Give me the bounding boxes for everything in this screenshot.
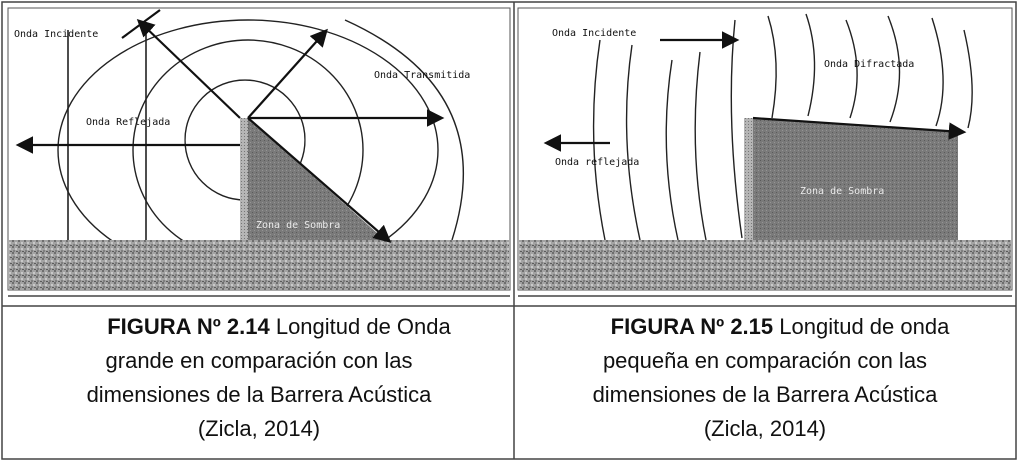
right-diff-wave-2 xyxy=(805,13,816,117)
right-diff-wave-3 xyxy=(845,19,858,119)
caption-left-figure-number: FIGURA Nº 2.14 xyxy=(107,314,270,339)
caption-left-line2: grande en comparación con las xyxy=(105,348,413,373)
left-barrier xyxy=(240,118,248,240)
caption-right-line4: (Zicla, 2014) xyxy=(703,416,827,441)
caption-left-line4: (Zicla, 2014) xyxy=(197,416,321,441)
caption-right: FIGURA Nº 2.15 Longitud de onda pequeña … xyxy=(518,310,1012,446)
right-label-reflected: Onda reflejada xyxy=(555,157,639,168)
right-label-incident: Onda Incidente xyxy=(552,28,636,39)
caption-right-line1: FIGURA Nº 2.15 Longitud de onda xyxy=(518,310,1012,344)
right-ground xyxy=(519,240,1011,290)
right-label-diffracted: Onda Difractada xyxy=(824,59,914,70)
right-wave-3 xyxy=(665,59,679,241)
left-arrow-incident-cross xyxy=(121,9,161,39)
right-wave-2 xyxy=(625,44,641,241)
left-arrow-diagonal xyxy=(247,117,392,243)
right-arrow-diffracted xyxy=(752,116,967,140)
left-label-shadow: Zona de Sombra xyxy=(256,220,340,231)
right-label-shadow: Zona de Sombra xyxy=(800,186,884,197)
caption-right-figure-number: FIGURA Nº 2.15 xyxy=(610,314,774,339)
right-barrier xyxy=(744,118,753,240)
figure-left-diagram: Onda Incidente Onda Transmitida Onda Ref… xyxy=(7,7,511,291)
left-wave-arc-4 xyxy=(344,19,465,241)
right-shadow-zone xyxy=(753,118,958,240)
caption-right-line2: pequeña en comparación con las xyxy=(602,348,928,373)
caption-right-line3: dimensiones de la Barrera Acústica xyxy=(592,382,938,407)
caption-left-line1: FIGURA Nº 2.14 Longitud de Onda xyxy=(8,310,510,344)
caption-right-text1: Longitud de onda xyxy=(779,314,950,339)
left-ground xyxy=(9,240,509,290)
left-arrow-incident xyxy=(136,18,241,119)
right-wave-4 xyxy=(694,51,707,241)
figure-right-diagram: Onda Incidente Onda Difractada Onda refl… xyxy=(517,7,1013,291)
right-diff-wave-1 xyxy=(767,15,777,119)
right-diff-wave-5 xyxy=(931,17,944,127)
right-diff-wave-6 xyxy=(963,29,973,129)
caption-left: FIGURA Nº 2.14 Longitud de Onda grande e… xyxy=(8,310,510,446)
left-arrow-transmitted-up xyxy=(247,28,328,119)
left-label-reflected: Onda Reflejada xyxy=(86,117,170,128)
caption-left-text1: Longitud de Onda xyxy=(275,314,451,339)
left-label-transmitted: Onda Transmitida xyxy=(374,70,470,81)
right-diff-wave-4 xyxy=(887,15,901,123)
caption-left-line3: dimensiones de la Barrera Acústica xyxy=(86,382,432,407)
left-label-incident: Onda Incidente xyxy=(14,29,98,40)
right-wave-1 xyxy=(592,39,606,241)
